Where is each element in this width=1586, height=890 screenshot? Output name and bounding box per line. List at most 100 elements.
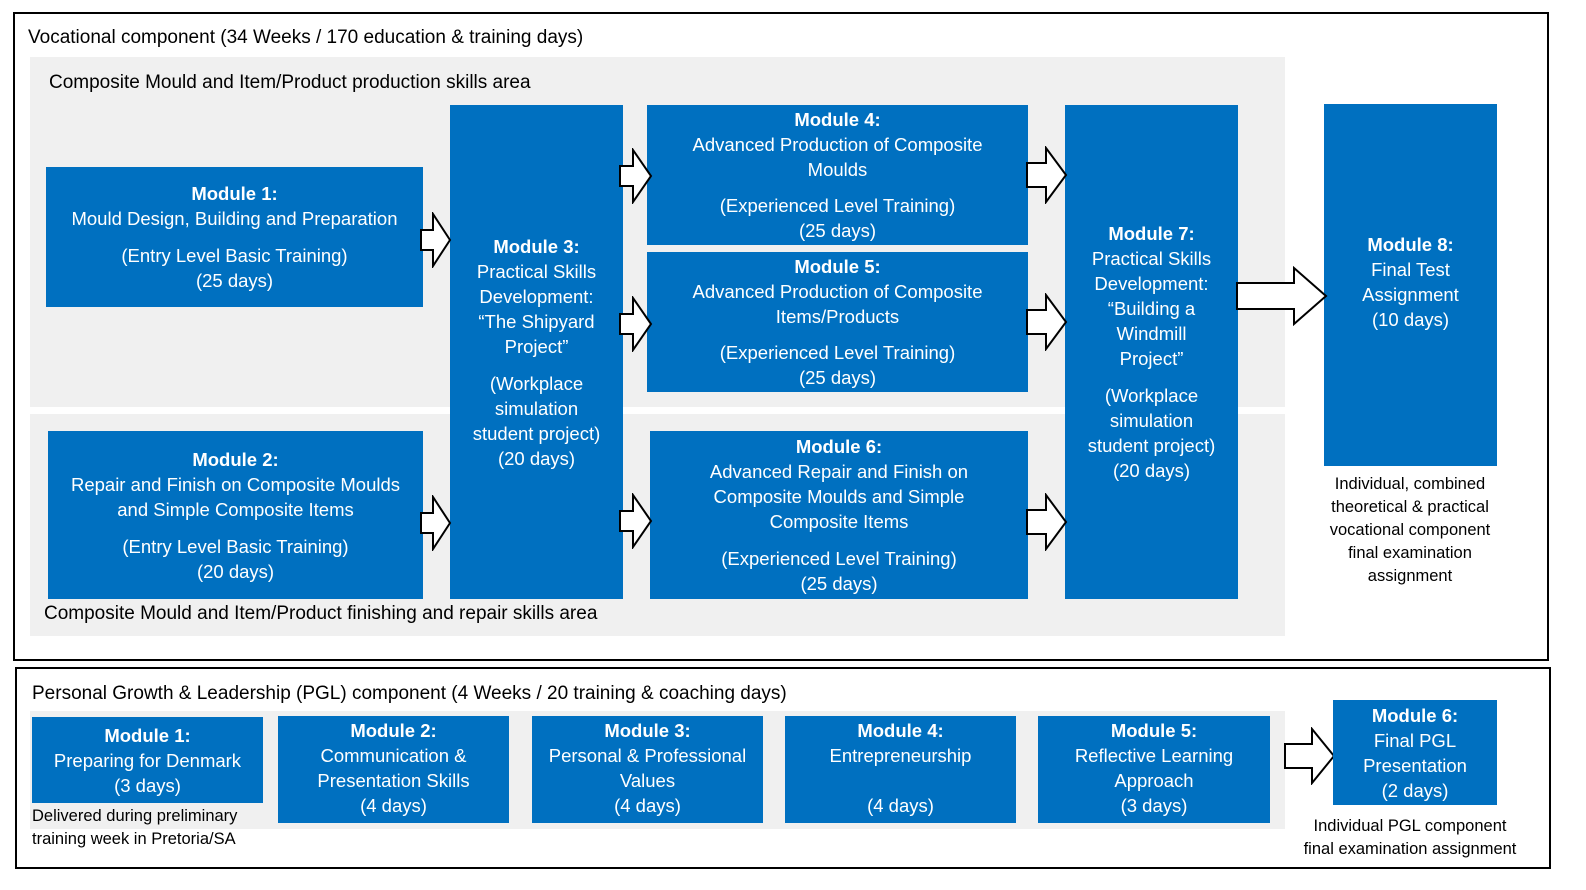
module-days: (3 days) [1120,795,1188,816]
pgl-module-5: Module 5: Reflective Learning Approach (… [1038,716,1270,823]
module-title: Module 4: [794,109,881,130]
module-title: Module 2: [192,448,279,470]
module-text: and Simple Composite Items [117,498,354,520]
module-text: Final Test [1371,259,1450,280]
arrow-right-icon [420,495,452,551]
pgl-module-2: Module 2: Communication & Presentation S… [278,716,509,823]
module-text: Approach [1114,770,1194,791]
module-text: Advanced Production of Composite [692,134,983,155]
module-title: Module 1: [191,183,278,204]
pgl-module-6: Module 6: Final PGL Presentation (2 days… [1333,700,1497,805]
pgl-component-title: Personal Growth & Leadership (PGL) compo… [32,683,787,704]
module-title: Module 5: [1110,720,1198,741]
module-level: (Workplace [1104,385,1199,406]
module-text: Personal & Professional [548,745,747,766]
finishing-skills-area-label: Composite Mould and Item/Product finishi… [44,603,598,624]
module-title: Module 3: [493,235,580,257]
note-line: Delivered during preliminary [32,807,238,825]
module-level: (Experienced Level Training) [719,195,956,216]
module-text: Repair and Finish on Composite Moulds [70,473,401,495]
pgl-module-1-note: Delivered during preliminary training we… [32,805,237,851]
note-line: Individual PGL component [1313,817,1507,835]
vocational-module-4: Module 4: Advanced Production of Composi… [647,105,1028,245]
module-text: Windmill [1116,323,1187,344]
module-text: Presentation Skills [317,770,470,791]
module-text: Development: [479,285,594,307]
module-days: (4 days) [360,795,427,816]
module-level: (Experienced Level Training) [721,548,957,569]
pgl-module-4: Module 4: Entrepreneurship (4 days) [785,716,1016,823]
module-text: Assignment [1362,284,1459,305]
arrow-right-icon [420,212,452,268]
module-text: Presentation [1363,754,1467,776]
module-level: (Entry Level Basic Training) [121,245,348,266]
module-text: Advanced Production of Composite [692,281,983,302]
vocational-module-2: Module 2: Repair and Finish on Composite… [48,431,423,599]
module-days: (4 days) [614,795,681,816]
vocational-component-frame [13,12,1549,661]
vocational-module-7: Module 7: Practical Skills Development: … [1065,105,1238,599]
vocational-module-3: Module 3: Practical Skills Development: … [450,105,623,599]
arrow-right-icon [1026,293,1068,351]
module-level: student project) [1087,435,1216,456]
module-text: Reflective Learning [1074,745,1234,766]
module-8-note: Individual, combined theoretical & pract… [1300,473,1520,588]
arrow-right-icon [1236,266,1328,326]
arrow-right-icon [1026,493,1068,551]
pgl-module-3: Module 3: Personal & Professional Values… [532,716,763,823]
module-level: (Workplace [489,372,584,394]
arrow-right-icon [1026,146,1068,204]
note-line: theoretical & practical [1331,498,1489,516]
arrow-right-icon [619,493,653,549]
module-text: Communication & [320,745,467,766]
module-text: “Building a [1107,298,1196,319]
module-title: Module 4: [857,720,944,741]
vocational-component-title: Vocational component (34 Weeks / 170 edu… [28,27,584,48]
module-level: simulation [1109,410,1194,431]
module-text: Moulds [807,159,868,180]
pgl-module-1: Module 1: Preparing for Denmark (3 days) [32,717,263,803]
pgl-component-frame [15,667,1551,869]
module-days: (25 days) [195,270,274,291]
module-title: Module 7: [1108,223,1195,244]
production-skills-area-label: Composite Mould and Item/Product product… [49,72,531,93]
vocational-module-6: Module 6: Advanced Repair and Finish on … [650,431,1028,599]
arrow-right-icon [1284,727,1336,785]
module-title: Module 8: [1367,234,1454,255]
module-text: Project” [504,335,569,357]
module-days: (2 days) [1381,779,1449,801]
module-level: simulation [494,397,579,419]
module-days: (4 days) [867,795,934,816]
module-days: (10 days) [1371,309,1450,330]
note-line: assignment [1367,567,1453,585]
module-text: Values [619,770,676,791]
note-line: final examination [1348,544,1472,562]
module-level: (Entry Level Basic Training) [122,535,349,557]
pgl-module-6-note: Individual PGL component final examinati… [1280,815,1540,861]
module-title: Module 5: [794,256,881,277]
module-level: student project) [472,422,601,444]
note-line: training week in Pretoria/SA [32,830,236,848]
module-days: (20 days) [1112,460,1191,481]
note-line: Individual, combined [1334,475,1486,493]
module-text: Items/Products [775,306,900,327]
module-title: Module 3: [604,720,691,741]
module-text: Practical Skills [476,260,597,282]
module-level: (Experienced Level Training) [719,342,956,363]
module-text: Practical Skills [1091,248,1212,269]
module-title: Module 6: [1371,704,1459,726]
module-text: Composite Items [769,511,909,532]
module-days: (25 days) [798,220,877,241]
module-text: Project” [1119,348,1184,369]
module-title: Module 1: [104,724,191,746]
arrow-right-icon [619,296,653,352]
module-days: (25 days) [798,367,877,388]
module-title: Module 6: [795,436,883,457]
vocational-module-8: Module 8: Final Test Assignment (10 days… [1324,104,1497,466]
module-text: Advanced Repair and Finish on [709,461,969,482]
module-days: (3 days) [114,774,181,796]
vocational-module-5: Module 5: Advanced Production of Composi… [647,252,1028,392]
vocational-module-1: Module 1: Mould Design, Building and Pre… [46,167,423,307]
module-title: Module 2: [350,720,437,741]
module-days: (20 days) [497,447,576,469]
